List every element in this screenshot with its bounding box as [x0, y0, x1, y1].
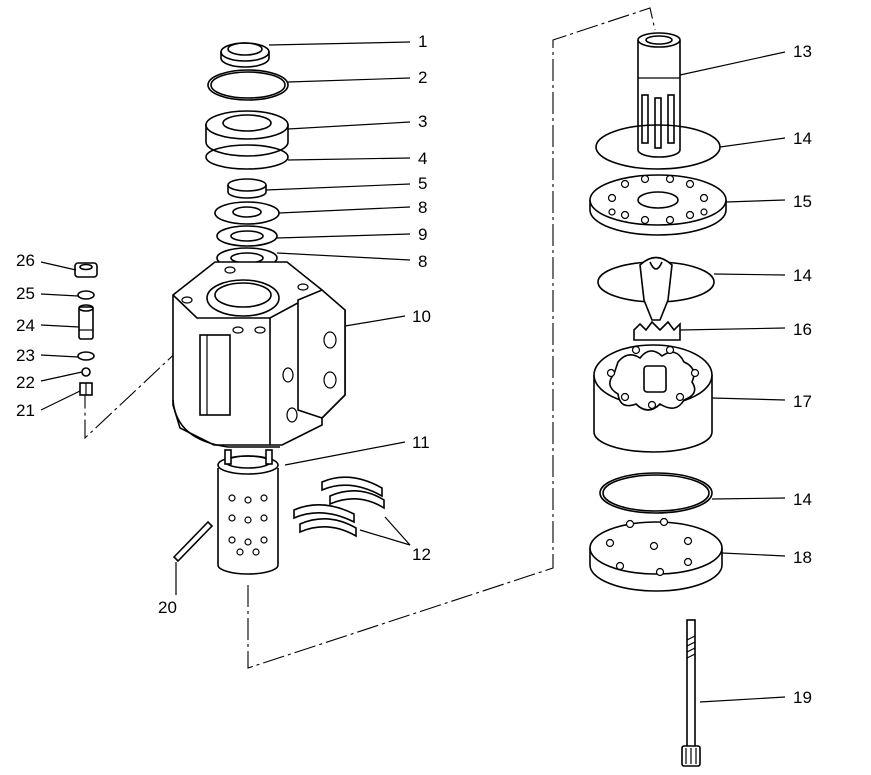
callout-26: 26 [16, 251, 35, 270]
callout-2: 2 [418, 68, 427, 87]
drive-link [639, 256, 673, 321]
callout-15: 15 [793, 192, 812, 211]
callout-21: 21 [16, 401, 35, 420]
callout-5: 5 [418, 174, 427, 193]
callout-23: 23 [16, 346, 35, 365]
callout-12: 12 [412, 545, 431, 564]
part-23-oring [77, 351, 95, 361]
part-9-thrust-bearing [216, 225, 278, 247]
callout-17: 17 [793, 392, 812, 411]
callout-25: 25 [16, 284, 35, 303]
part-4-oring [205, 144, 289, 170]
callout-9: 9 [418, 225, 427, 244]
callout-8-lower: 8 [418, 252, 427, 271]
part-20-pin [172, 520, 214, 563]
callout-1: 1 [418, 32, 427, 51]
part-5-retaining-ring [227, 178, 267, 199]
part-25-oring [77, 290, 95, 300]
callout-14-low: 14 [793, 490, 812, 509]
callout-18: 18 [793, 548, 812, 567]
part-21-pin-retainer [79, 382, 93, 396]
part-22-ball [81, 367, 91, 377]
part-16-gear [633, 320, 681, 341]
part-15-spacer-plate [589, 174, 727, 236]
part-19-cap-screw [681, 619, 701, 767]
callout-10: 10 [412, 307, 431, 326]
part-13-drive-shaft [637, 32, 681, 158]
callout-22: 22 [16, 373, 35, 392]
callout-20: 20 [158, 598, 177, 617]
part-11-spool-sleeve [217, 449, 279, 575]
callout-24: 24 [16, 316, 35, 335]
part-10-housing [172, 261, 346, 448]
callout-16: 16 [793, 320, 812, 339]
callout-14-mid: 14 [793, 266, 812, 285]
callout-labels: 1 2 3 4 5 8 9 8 10 11 12 20 26 25 24 23 … [16, 32, 812, 707]
part-18-end-cap [589, 517, 723, 592]
part-2-oring [207, 69, 289, 101]
callout-8-upper: 8 [418, 198, 427, 217]
callout-14-top: 14 [793, 129, 812, 148]
part-12-springs [293, 476, 385, 538]
callout-11: 11 [412, 433, 430, 452]
part-24-check-valve-seat [78, 304, 94, 340]
leader-lines [40, 41, 786, 703]
callout-4: 4 [418, 149, 427, 168]
callout-3: 3 [418, 112, 427, 131]
part-26-plug [74, 262, 98, 278]
callout-19: 19 [793, 688, 812, 707]
assembly-centerline [84, 7, 656, 669]
part-3-bushing [205, 110, 289, 157]
part-8-race-upper [214, 201, 280, 225]
part-14-seal-lower [599, 472, 713, 514]
part-1-seal [220, 42, 270, 68]
part-17-gerotor [593, 344, 713, 453]
callout-13: 13 [793, 42, 812, 61]
